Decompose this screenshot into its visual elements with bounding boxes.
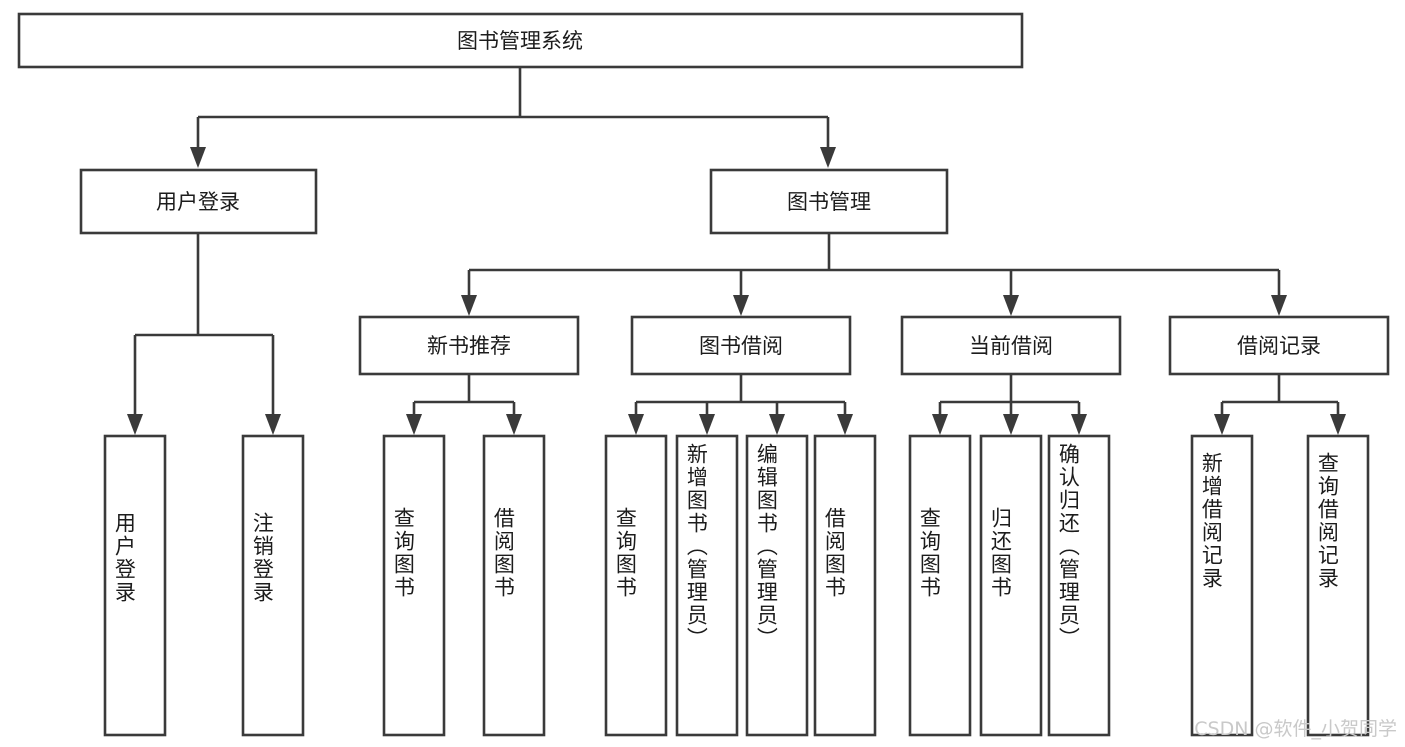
node-current-borrow-box[interactable] [900,315,1122,376]
arrow-to-book-manage [820,147,836,168]
leaf-label-return-books: 归还图书 [988,507,1013,599]
watermark-text: CSDN @软件_小贺同学 [1194,718,1397,740]
arrow-new-book-leaf2 [506,414,522,435]
leaf-label-query-books-3: 查询图书 [917,507,942,599]
leaf-label-query-books-2: 查询图书 [613,507,638,599]
leaf-box-logout[interactable] [241,434,305,737]
arrow-borrow-record-leaf1 [1214,414,1230,435]
leaf-box-query-books-3[interactable] [908,434,972,737]
leaf-label-borrow-books-2: 借阅图书 [822,507,847,599]
arrow-book-borrow-leaf3 [769,414,785,435]
node-book-manage[interactable]: 图书管理 [709,168,949,235]
arrow-current-borrow-leaf1 [932,414,948,435]
leaf-box-add-book-admin[interactable] [675,434,739,737]
node-new-book-recommend-label: 新书推荐 [427,334,511,358]
arrow-to-user-login [190,147,206,168]
arrow-current-borrow-leaf3 [1071,414,1087,435]
node-book-manage-label: 图书管理 [787,190,871,214]
leaf-label-query-books-1: 查询图书 [391,507,416,599]
edges-book-borrow-to-leaves [628,374,853,435]
leaf-box-edit-book-admin[interactable] [745,434,809,737]
leaf-box-query-borrow-record[interactable] [1306,434,1370,737]
leaf-label-borrow-books-1: 借阅图书 [491,507,516,599]
arrow-book-borrow-leaf2 [699,414,715,435]
arrow-borrow-record-leaf2 [1330,414,1346,435]
node-new-book-recommend-box[interactable] [358,315,580,376]
node-new-book-recommend[interactable]: 新书推荐 [358,315,580,376]
leaf-label-confirm-return-admin: 确认归还（管理员） [1056,443,1081,650]
node-book-borrow[interactable]: 图书借阅 [630,315,852,376]
arrow-to-book-borrow [733,295,749,316]
leaf-box-query-books-2[interactable] [604,434,668,737]
arrow-book-borrow-leaf4 [837,414,853,435]
arrow-user-login-leaf1 [127,414,143,435]
edges-borrow-record-to-leaves [1214,374,1346,435]
leaf-label-edit-book-admin: 编辑图书（管理员） [754,443,779,650]
node-root[interactable]: 图书管理系统 [17,12,1024,69]
leaf-box-add-borrow-record[interactable] [1190,434,1254,737]
edges-root-to-level2 [190,67,836,168]
edges-book-manage-to-level3 [461,233,1287,316]
leaf-box-return-books[interactable] [979,434,1043,737]
edges-current-borrow-to-leaves [932,374,1087,435]
leaf-box-user-login[interactable] [103,434,167,737]
node-root-label: 图书管理系统 [457,29,583,53]
edges-user-login-to-leaves [127,233,281,435]
edges-new-book-to-leaves [406,374,522,435]
node-current-borrow-label: 当前借阅 [969,334,1053,358]
node-root-box[interactable] [17,12,1024,69]
leaf-label-logout: 注销登录 [250,512,275,604]
arrow-to-current-borrow [1003,295,1019,316]
leaf-box-query-books-1[interactable] [382,434,446,737]
leaf-box-borrow-books-1[interactable] [482,434,546,737]
leaf-label-query-borrow-record: 查询借阅记录 [1315,452,1340,590]
leaf-label-add-borrow-record: 新增借阅记录 [1199,452,1224,590]
arrow-new-book-leaf1 [406,414,422,435]
leaf-box-confirm-return-admin[interactable] [1047,434,1111,737]
arrow-to-borrow-record [1271,295,1287,316]
leaf-label-user-login: 用户登录 [112,512,137,604]
arrow-to-new-book [461,295,477,316]
arrow-book-borrow-leaf1 [628,414,644,435]
node-current-borrow[interactable]: 当前借阅 [900,315,1122,376]
leaf-label-add-book-admin: 新增图书（管理员） [684,443,709,650]
arrow-current-borrow-leaf2 [1003,414,1019,435]
leaf-box-borrow-books-2[interactable] [813,434,877,737]
node-book-borrow-box[interactable] [630,315,852,376]
node-book-borrow-label: 图书借阅 [699,334,783,358]
node-user-login[interactable]: 用户登录 [79,168,318,235]
arrow-user-login-leaf2 [265,414,281,435]
node-user-login-label: 用户登录 [156,190,240,214]
node-borrow-record[interactable]: 借阅记录 [1168,315,1390,376]
node-borrow-record-label: 借阅记录 [1237,334,1321,358]
